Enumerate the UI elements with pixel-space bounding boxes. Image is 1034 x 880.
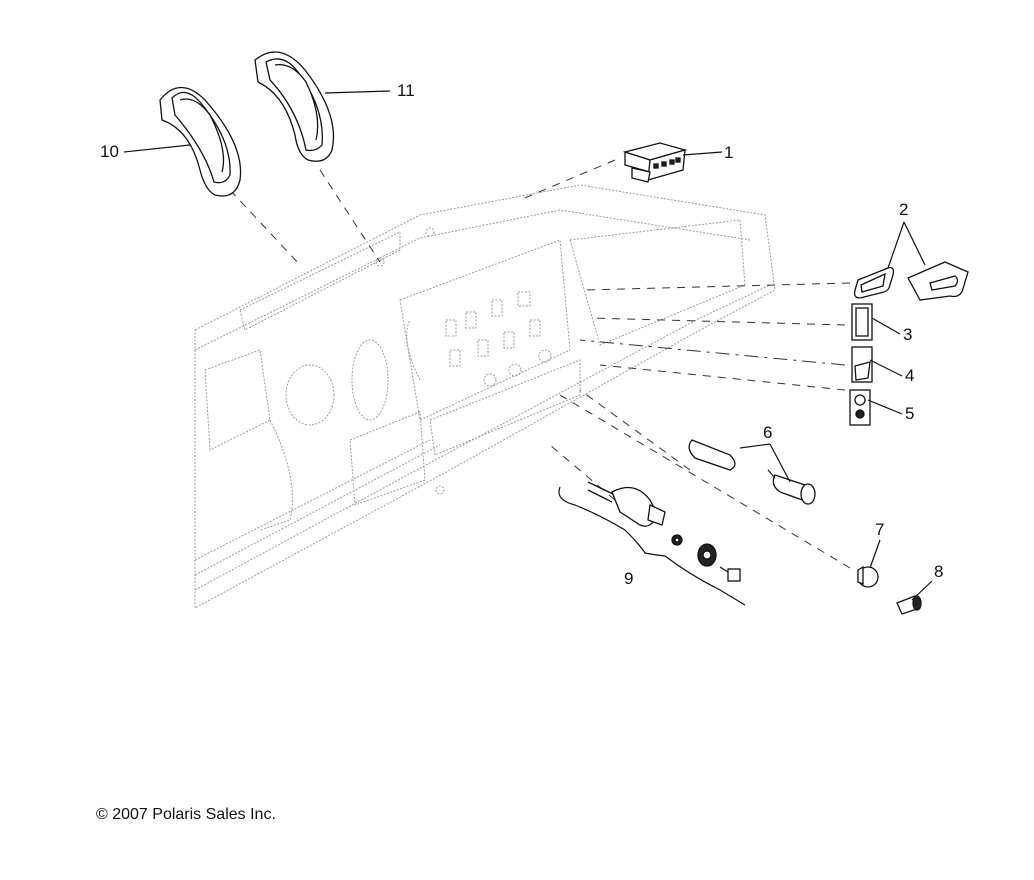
part-3-blank-switch[interactable] [851,303,873,341]
dashboard-panel [194,184,776,609]
part-11-grab-handle[interactable] [254,51,335,162]
explosion-lines [229,159,851,569]
leader-line-8 [911,580,933,601]
callout-label-9[interactable]: 9 [624,569,633,588]
callout-label-2[interactable]: 2 [899,200,908,219]
part-9-ignition-switch-assembly[interactable] [558,481,746,606]
part-7-retainer[interactable] [857,565,879,588]
part-4-rocker-switch[interactable] [851,346,873,383]
callout-label-4[interactable]: 4 [905,366,914,385]
leader-line-11 [324,90,391,94]
callouts: 1 2 3 4 5 6 7 8 9 10 11 [100,81,943,601]
leader-line-3 [871,317,901,335]
callout-label-11[interactable]: 11 [397,81,415,100]
leader-line-6 [769,443,791,483]
part-8-lamp[interactable] [896,595,922,615]
part-5-dual-switch[interactable] [849,389,871,426]
part-1-connector[interactable] [622,142,688,183]
callout-label-8[interactable]: 8 [934,562,943,581]
leader-line-4 [869,359,903,377]
callout-label-3[interactable]: 3 [903,325,912,344]
callout-label-7[interactable]: 7 [875,520,884,539]
copyright-notice: © 2007 Polaris Sales Inc. [96,806,276,823]
callout-label-5[interactable]: 5 [905,404,914,423]
part-10-grab-handle[interactable] [159,86,242,197]
part-2-switch-bezel[interactable] [853,261,969,301]
leader-line-2 [887,221,905,269]
leader-line-2 [903,221,926,266]
leader-line-5 [867,399,903,415]
leader-line-10 [123,144,191,153]
callout-label-1[interactable]: 1 [724,143,733,162]
part-6-power-outlet[interactable] [688,439,816,505]
callout-label-6[interactable]: 6 [763,423,772,442]
leader-line-7 [869,539,881,569]
callout-label-10[interactable]: 10 [100,142,119,161]
leader-line-6 [739,443,771,449]
leader-line-1 [682,151,723,156]
